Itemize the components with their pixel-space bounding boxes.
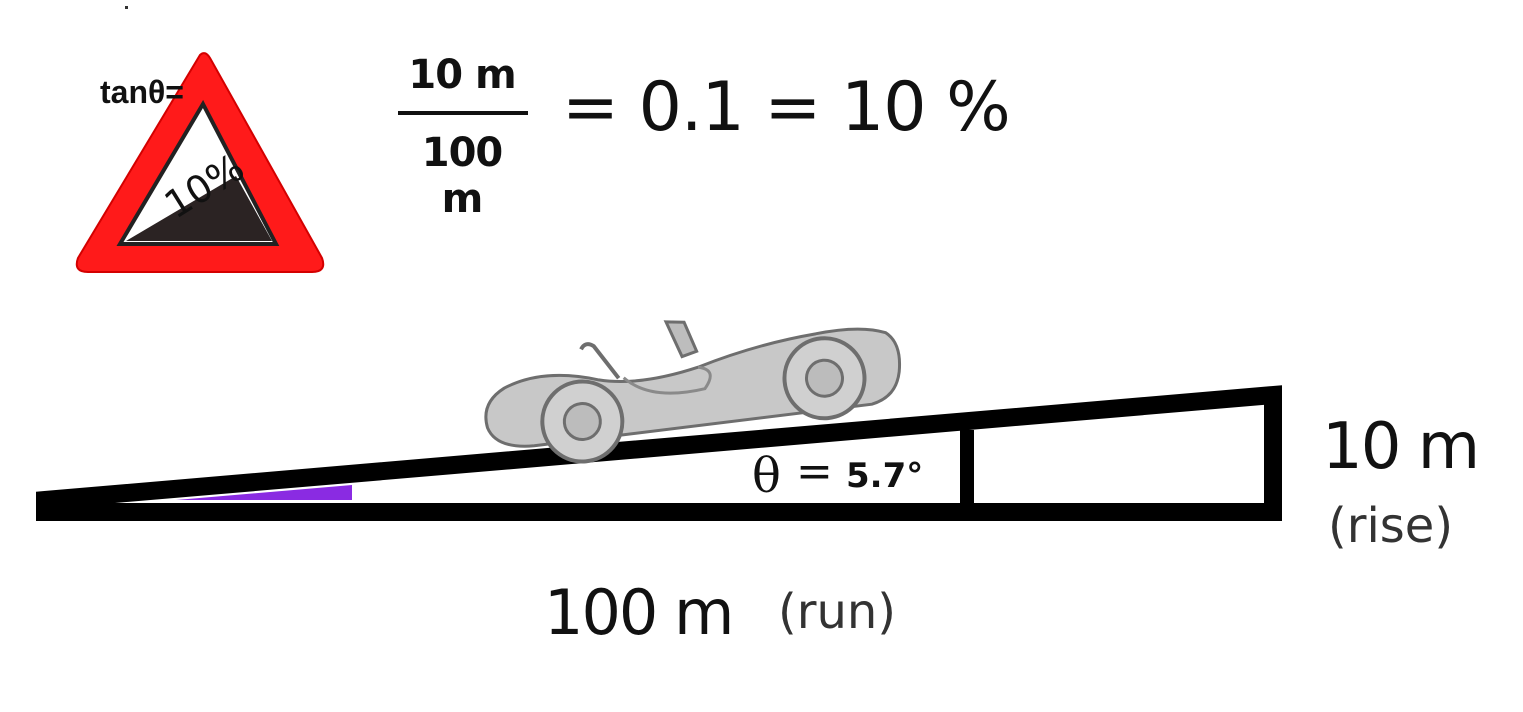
- car-icon: [484, 320, 902, 464]
- angle-highlight: [176, 485, 352, 500]
- car-windshield: [663, 320, 699, 359]
- fraction-bar: [398, 111, 528, 115]
- rise-label: (rise): [1328, 498, 1454, 554]
- gradient-warning-sign: 10%: [75, 52, 325, 273]
- car-rollbar: [579, 342, 621, 380]
- car-front-hub: [804, 358, 844, 398]
- sign-slope-wedge: [126, 176, 272, 241]
- theta-equals: =: [796, 446, 833, 497]
- run-value: 100 m: [544, 576, 734, 649]
- fraction-denominator: 100 m: [421, 130, 504, 222]
- ramp-triangle: [36, 385, 1282, 521]
- run-label: (run): [778, 584, 897, 640]
- car-rear-hub: [562, 402, 602, 442]
- theta-symbol: θ: [752, 448, 781, 504]
- rise-value: 10 m: [1322, 410, 1480, 484]
- fraction-numerator: 10 m: [408, 52, 516, 98]
- stray-dot: [125, 6, 128, 9]
- formula-result: = 0.1 = 10 %: [562, 68, 1011, 147]
- car-door-line: [622, 365, 712, 395]
- tan-theta-label: tanθ=: [100, 74, 184, 110]
- theta-value: 5.7°: [846, 456, 924, 496]
